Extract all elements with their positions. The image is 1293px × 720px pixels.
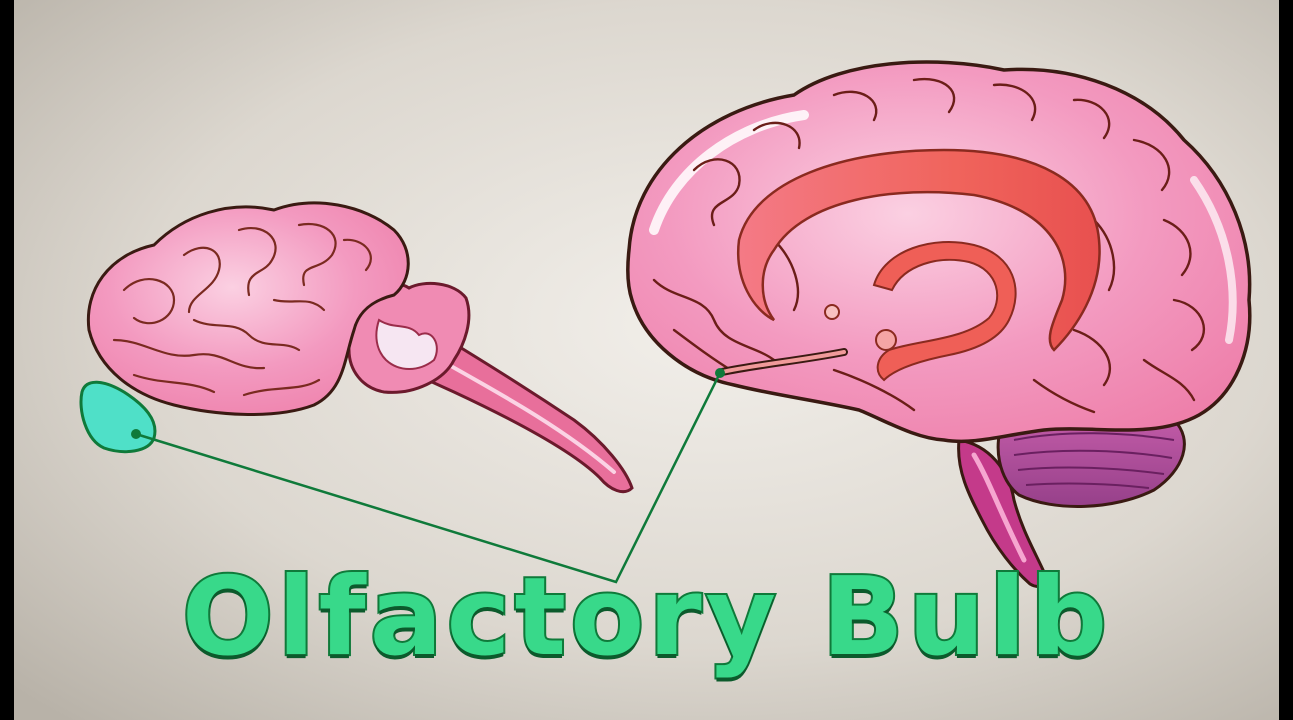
diagram-title: Olfactory Bulb — [14, 558, 1279, 678]
illustration-frame: Olfactory Bulb — [14, 0, 1279, 720]
anterior-commissure — [825, 305, 839, 319]
mammillary-body — [876, 330, 896, 350]
